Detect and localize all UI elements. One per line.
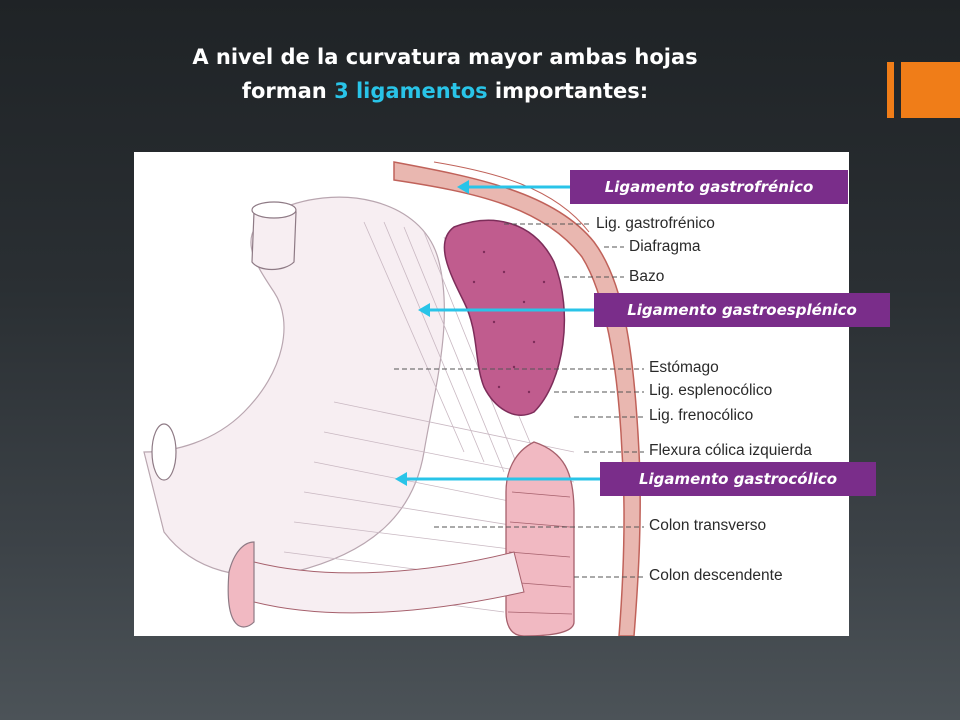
colon-transverse-end xyxy=(227,541,255,628)
orange-deco-bar-thin xyxy=(887,62,894,118)
colon-transverse-shape xyxy=(253,551,525,614)
leader-lines xyxy=(394,223,644,578)
label-lig-gastrofrenico: Lig. gastrofrénico xyxy=(596,215,715,232)
esophagus-opening xyxy=(251,201,297,219)
title-accent: 3 ligamentos xyxy=(334,79,488,103)
spleen-shape xyxy=(443,219,566,416)
diaphragm-line xyxy=(433,161,590,233)
title-line-2: forman 3 ligamentos importantes: xyxy=(120,74,770,108)
label-lig-esplenocolico: Lig. esplenocólico xyxy=(649,382,773,399)
spleen-texture xyxy=(472,250,546,394)
anatomy-illustration xyxy=(143,161,644,636)
pylorus-opening xyxy=(151,423,177,481)
label-estomago: Estómago xyxy=(649,359,719,376)
label-colon-transverso: Colon transverso xyxy=(649,517,767,534)
label-bazo: Bazo xyxy=(629,268,665,285)
label-lig-frenocolico: Lig. frenocólico xyxy=(649,407,754,424)
slide-title: A nivel de la curvatura mayor ambas hoja… xyxy=(120,40,770,108)
orange-deco-bar-wide xyxy=(901,62,960,118)
label-colon-descendente: Colon descendente xyxy=(649,567,783,584)
callout-gastrocolico: Ligamento gastrocólico xyxy=(600,462,876,496)
diaphragm-shape xyxy=(393,161,641,636)
arrow-gastrocolico-icon xyxy=(395,472,601,486)
callout-gastroesplenico: Ligamento gastroesplénico xyxy=(594,293,890,327)
arrow-gastrofrenico-icon xyxy=(457,180,573,194)
label-diafragma: Diafragma xyxy=(629,238,701,255)
callout-gastrofrenico: Ligamento gastrofrénico xyxy=(570,170,848,204)
omentum-hatching xyxy=(273,221,575,613)
label-flexura-colica-izquierda: Flexura cólica izquierda xyxy=(649,442,812,459)
title-line-2-end: importantes: xyxy=(487,79,649,103)
anatomy-figure: Lig. gastrofrénico Diafragma Bazo Estóma… xyxy=(134,152,849,636)
arrow-gastroesplenico-icon xyxy=(418,303,594,317)
title-line-2-start: forman xyxy=(241,79,335,103)
esophagus-shape xyxy=(251,211,297,271)
title-line-1: A nivel de la curvatura mayor ambas hoja… xyxy=(192,45,698,69)
